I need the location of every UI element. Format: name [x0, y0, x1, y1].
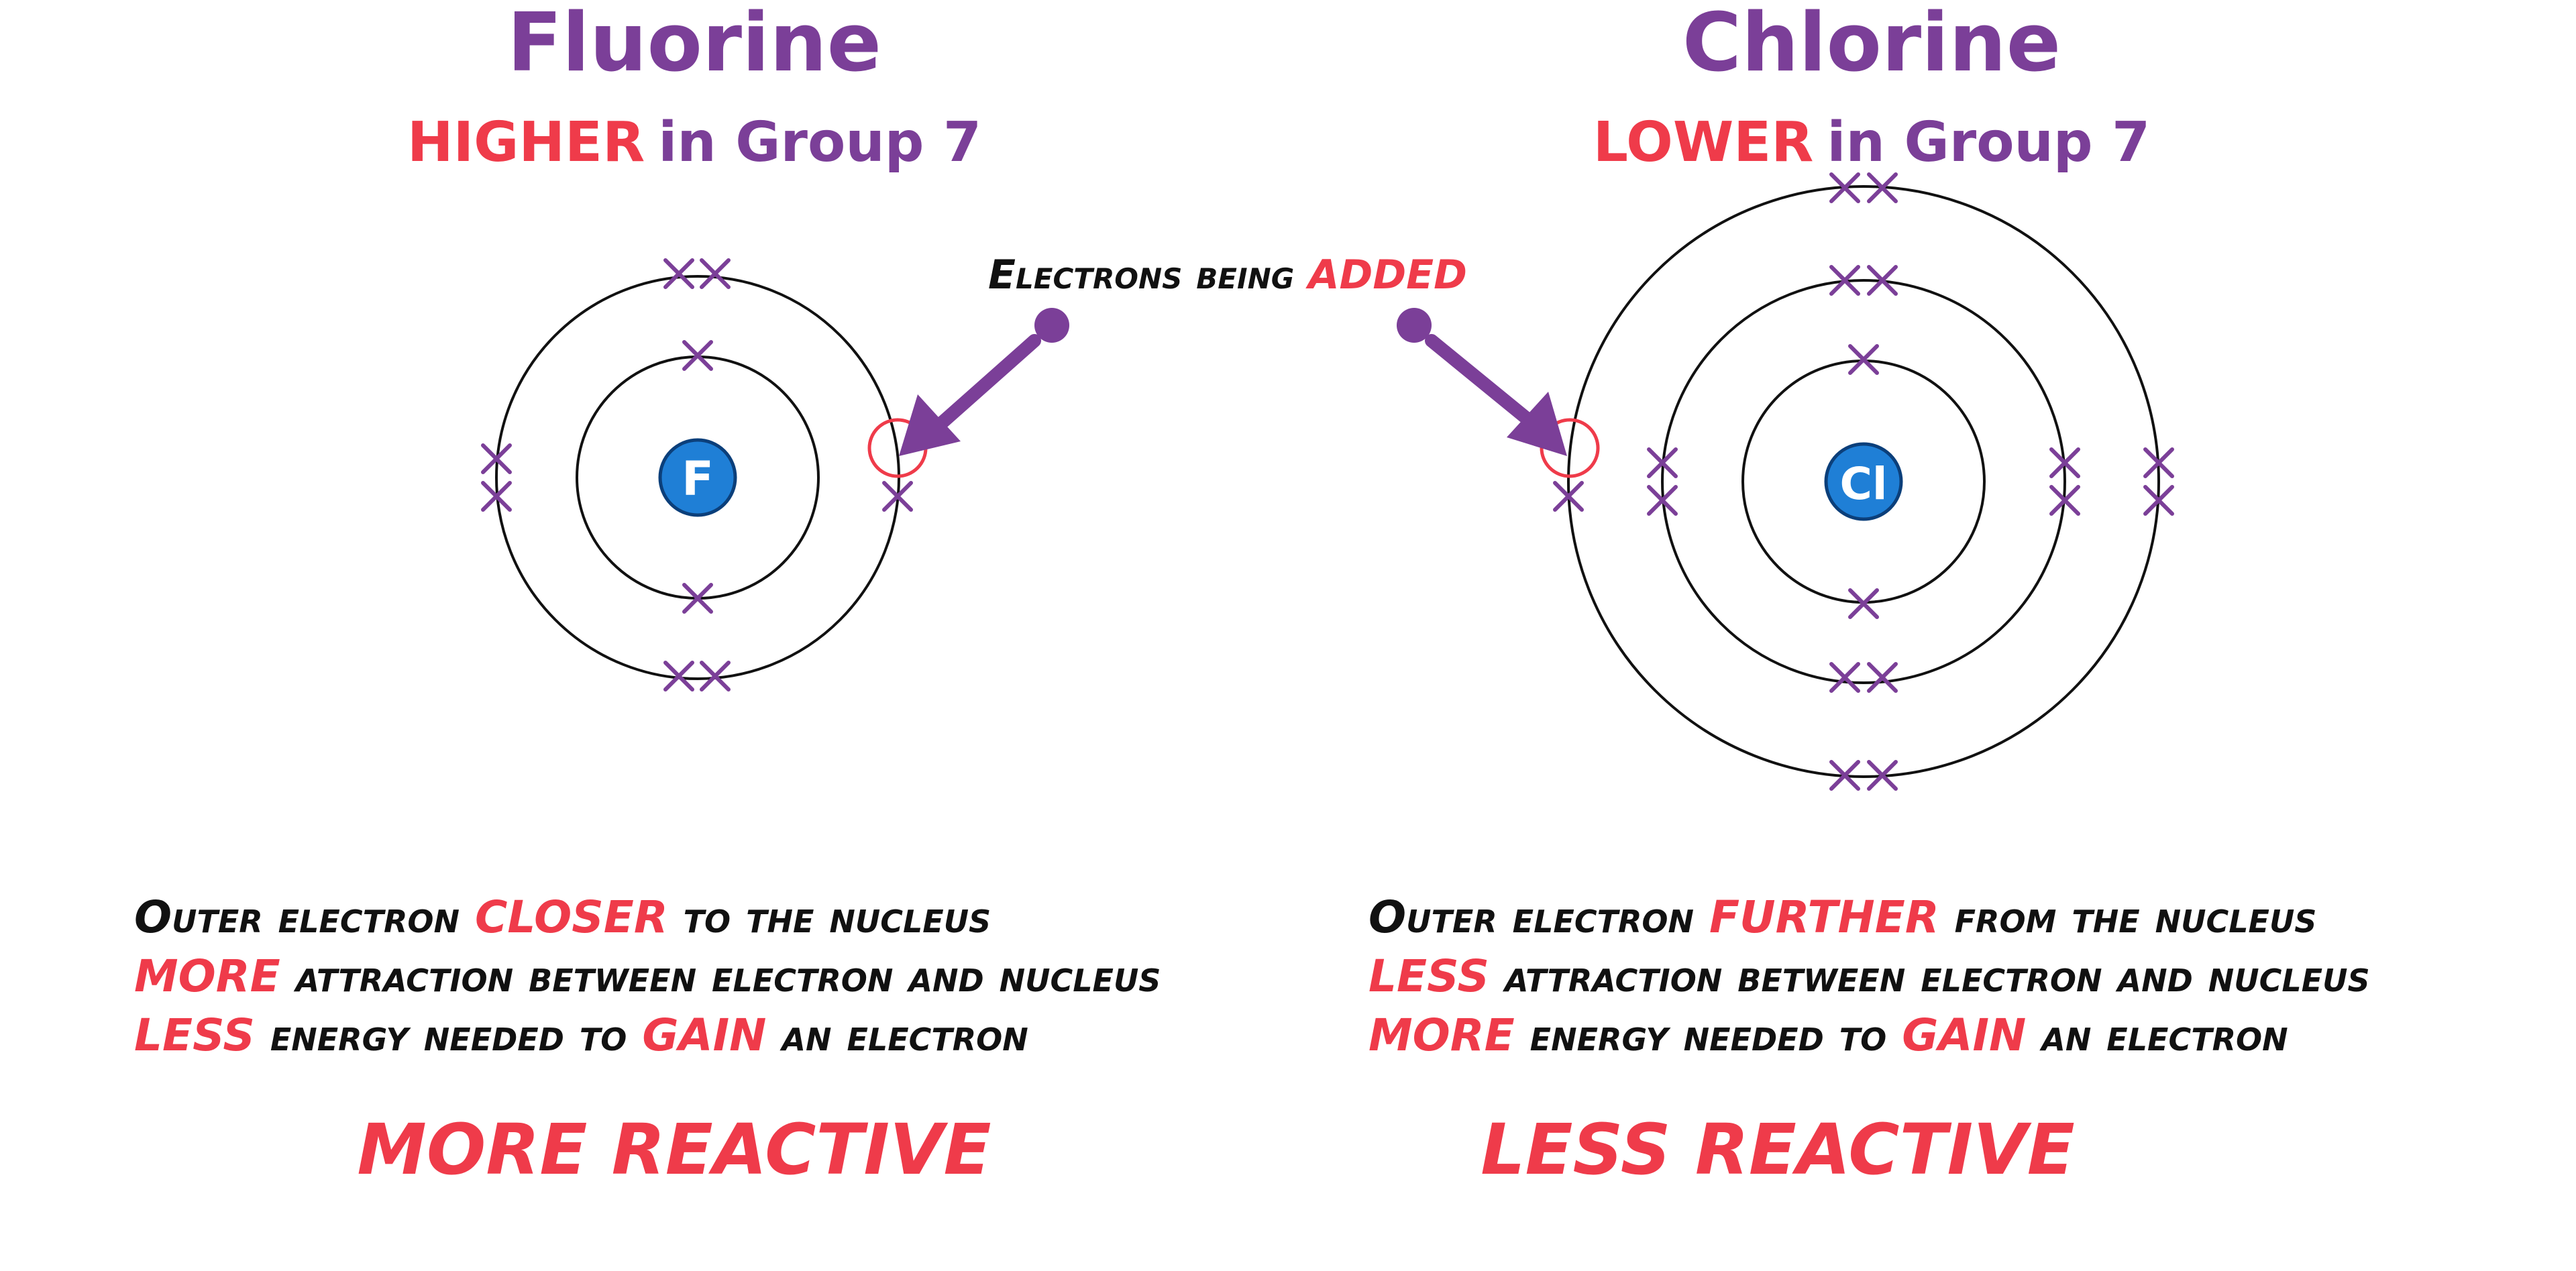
- fluorine-position-word: HIGHER: [407, 111, 645, 174]
- chlorine-line-3: MORE energy needed to GAIN an electron: [1368, 1009, 2288, 1061]
- fluorine-symbol: F: [682, 451, 714, 506]
- incoming-electron-dot: [1034, 308, 1069, 343]
- fluorine-title: Fluorine: [507, 0, 881, 90]
- chlorine-middle-electron: [1869, 664, 1896, 691]
- fluorine-line-3: LESS energy needed to GAIN an electron: [134, 1009, 1028, 1061]
- chlorine-verdict: LESS REACTIVE: [1481, 1109, 2075, 1191]
- chlorine-explanation: Outer electron FURTHER from the nucleus …: [1368, 891, 2370, 1191]
- fluorine-line-2: MORE attraction between electron and nuc…: [134, 950, 1161, 1002]
- chlorine-position-word: LOWER: [1593, 111, 1814, 174]
- fluorine-outer-electron: [702, 260, 729, 287]
- chlorine-incoming-electron-arrow: [1397, 308, 1567, 456]
- chlorine-title: Chlorine: [1682, 0, 2061, 90]
- fluorine-nucleus: [658, 438, 737, 517]
- chlorine-symbol: Cl: [1839, 458, 1887, 510]
- fluorine-inner-electron: [684, 342, 711, 369]
- arrow-head: [899, 394, 961, 456]
- electrons-added-label-a: Electrons being: [988, 252, 1308, 298]
- fluorine-line-1: Outer electron CLOSER to the nucleus: [134, 891, 991, 943]
- fluorine-atom: F: [483, 260, 928, 689]
- chlorine-middle-shell: [1661, 279, 2066, 684]
- electrons-added-label: Electrons being ADDED: [988, 252, 1467, 298]
- fluorine-explanation: Outer electron CLOSER to the nucleus MOR…: [134, 891, 1161, 1191]
- fluorine-outer-electron: [665, 260, 692, 287]
- chlorine-inner-electron: [1850, 590, 1877, 617]
- fluorine-incoming-electron-arrow: [899, 308, 1069, 456]
- fluorine-verdict: MORE REACTIVE: [357, 1109, 991, 1191]
- chlorine-atom: Cl: [1540, 174, 2172, 789]
- fluorine-position-rest: in Group 7: [658, 111, 981, 174]
- chlorine-outer-shell: [1567, 185, 2160, 778]
- chlorine-line-1: Outer electron FURTHER from the nucleus: [1368, 891, 2316, 943]
- electrons-added-label-b: ADDED: [1305, 252, 1467, 298]
- incoming-electron-dot: [1397, 308, 1432, 343]
- chlorine-position-rest: in Group 7: [1827, 111, 2150, 174]
- chlorine-middle-electron: [1831, 664, 1858, 691]
- chlorine-line-2: LESS attraction between electron and nuc…: [1368, 950, 2370, 1002]
- chlorine-nucleus: [1824, 442, 1903, 521]
- arrow-head: [1507, 392, 1567, 456]
- chlorine-inner-electron: [1850, 346, 1877, 373]
